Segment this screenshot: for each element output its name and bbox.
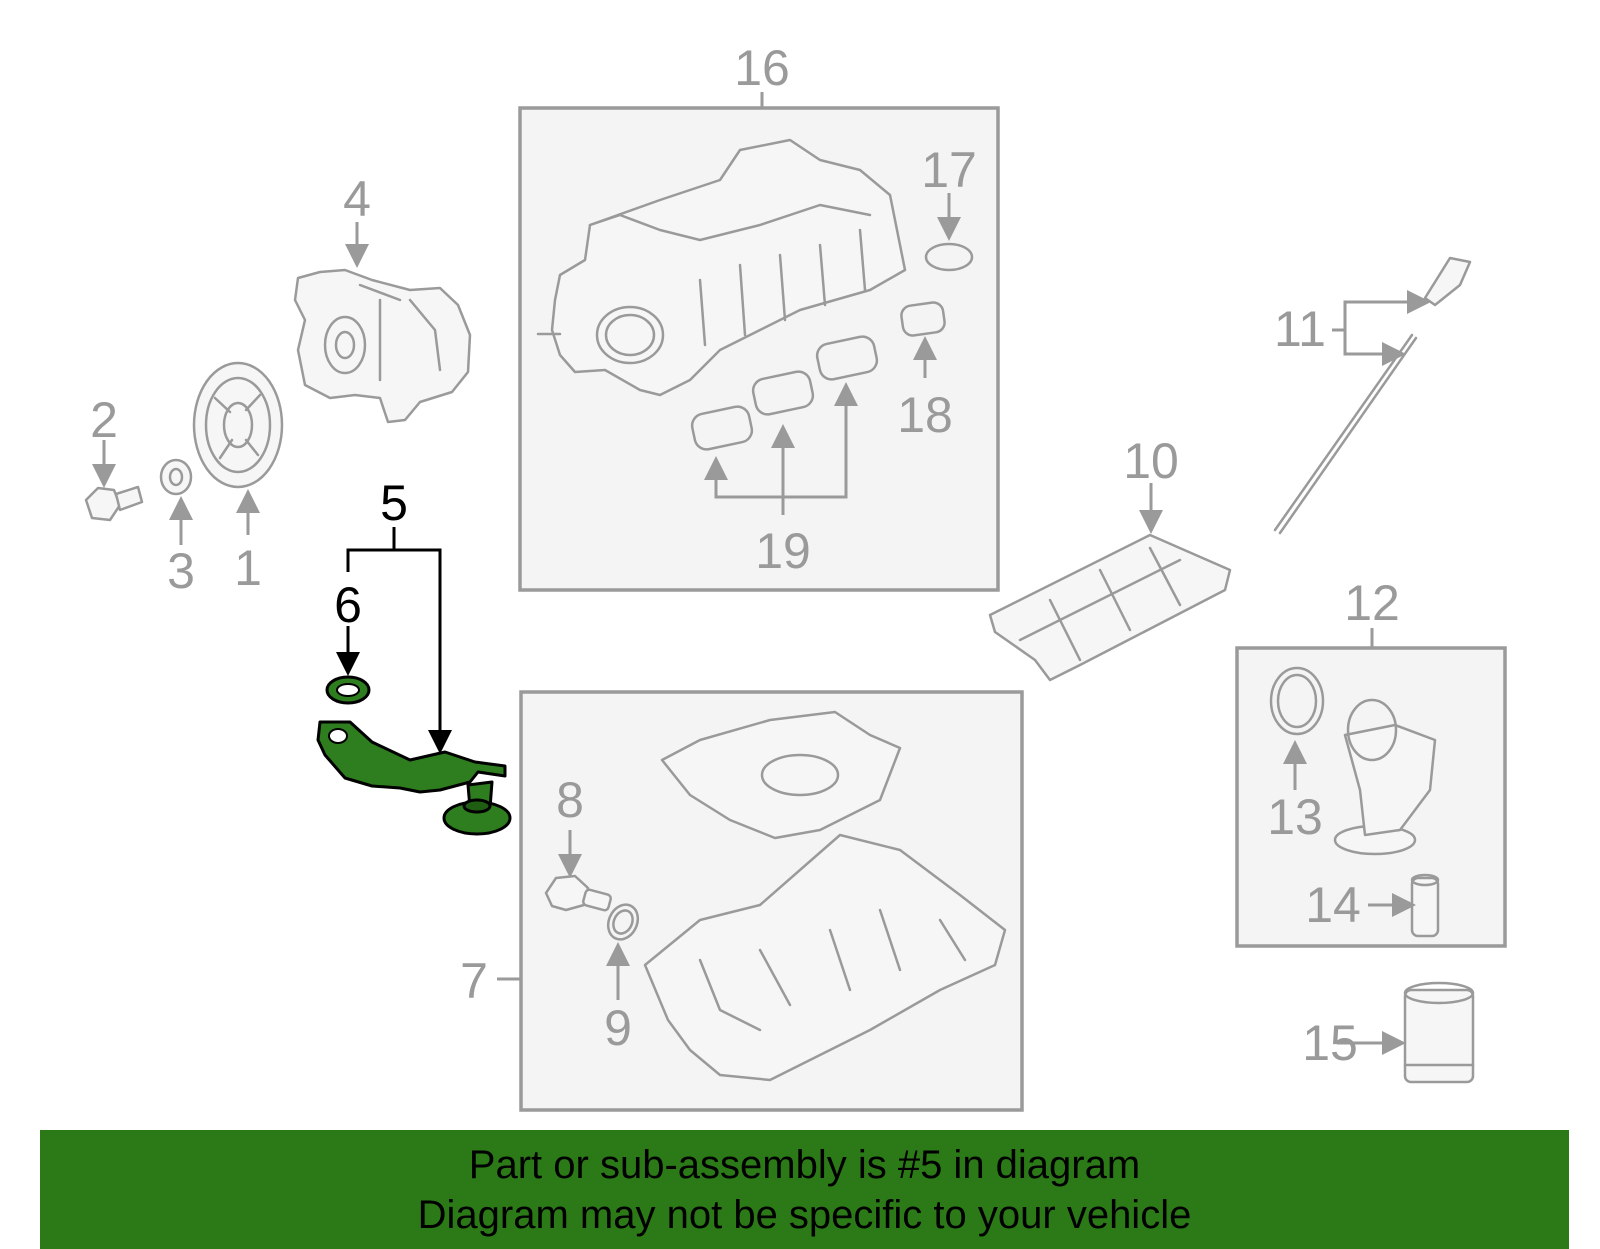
callout-11: 11: [1274, 301, 1326, 357]
info-banner: Part or sub-assembly is #5 in diagram Di…: [40, 1130, 1569, 1249]
part-6-o-ring[interactable]: [325, 675, 371, 705]
callout-17: 17: [921, 142, 977, 198]
callout-10: 10: [1123, 433, 1179, 489]
part-1-crank-pulley[interactable]: [192, 361, 284, 489]
part-3-washer[interactable]: [159, 458, 193, 496]
callout-8: 8: [556, 772, 584, 828]
callout-14: 14: [1305, 877, 1361, 933]
callout-2: 2: [90, 392, 118, 448]
callout-19: 19: [755, 523, 811, 579]
part-11-dipstick[interactable]: [1273, 256, 1472, 535]
callout-18: 18: [897, 387, 953, 443]
banner-line-part: Part or sub-assembly is #5 in diagram: [468, 1142, 1141, 1187]
callout-9: 9: [604, 1000, 632, 1056]
callout-16: 16: [734, 40, 790, 96]
part-18-gasket[interactable]: [900, 301, 946, 337]
part-19-gaskets[interactable]: [690, 334, 879, 451]
callout-6: 6: [334, 577, 362, 633]
parts-diagram: 1 2 3 4 5 6 7 8 9 10 11 12 13 14 15 16 1…: [84, 40, 1507, 1112]
callout-5: 5: [380, 475, 408, 531]
banner-line-disclaimer: Diagram may not be specific to your vehi…: [417, 1192, 1192, 1237]
callout-7: 7: [460, 953, 488, 1009]
part-8-drain-plug[interactable]: [544, 874, 612, 912]
callout-4: 4: [343, 171, 371, 227]
part-4-front-cover[interactable]: [293, 268, 472, 424]
leader-lines: [92, 92, 1431, 1055]
part-16-intake-manifold[interactable]: [536, 138, 907, 397]
part-5-oil-pickup-tube[interactable]: [316, 720, 512, 836]
part-13-seal[interactable]: [1269, 666, 1325, 736]
part-7-oil-pan[interactable]: [643, 710, 1007, 1082]
callout-15: 15: [1302, 1015, 1358, 1071]
part-15-oil-filter[interactable]: [1403, 981, 1475, 1084]
part-12-filter-adapter[interactable]: [1333, 698, 1437, 856]
leader-lines-highlighted: [336, 527, 452, 754]
part-17-o-ring[interactable]: [924, 242, 974, 272]
part-2-bolt[interactable]: [84, 485, 144, 522]
callout-3: 3: [167, 543, 195, 599]
callout-1: 1: [234, 540, 262, 596]
part-9-gasket[interactable]: [603, 900, 644, 944]
callout-12: 12: [1344, 575, 1400, 631]
callout-13: 13: [1267, 789, 1323, 845]
part-10-bedplate[interactable]: [988, 533, 1232, 682]
part-14-plug[interactable]: [1410, 873, 1440, 938]
